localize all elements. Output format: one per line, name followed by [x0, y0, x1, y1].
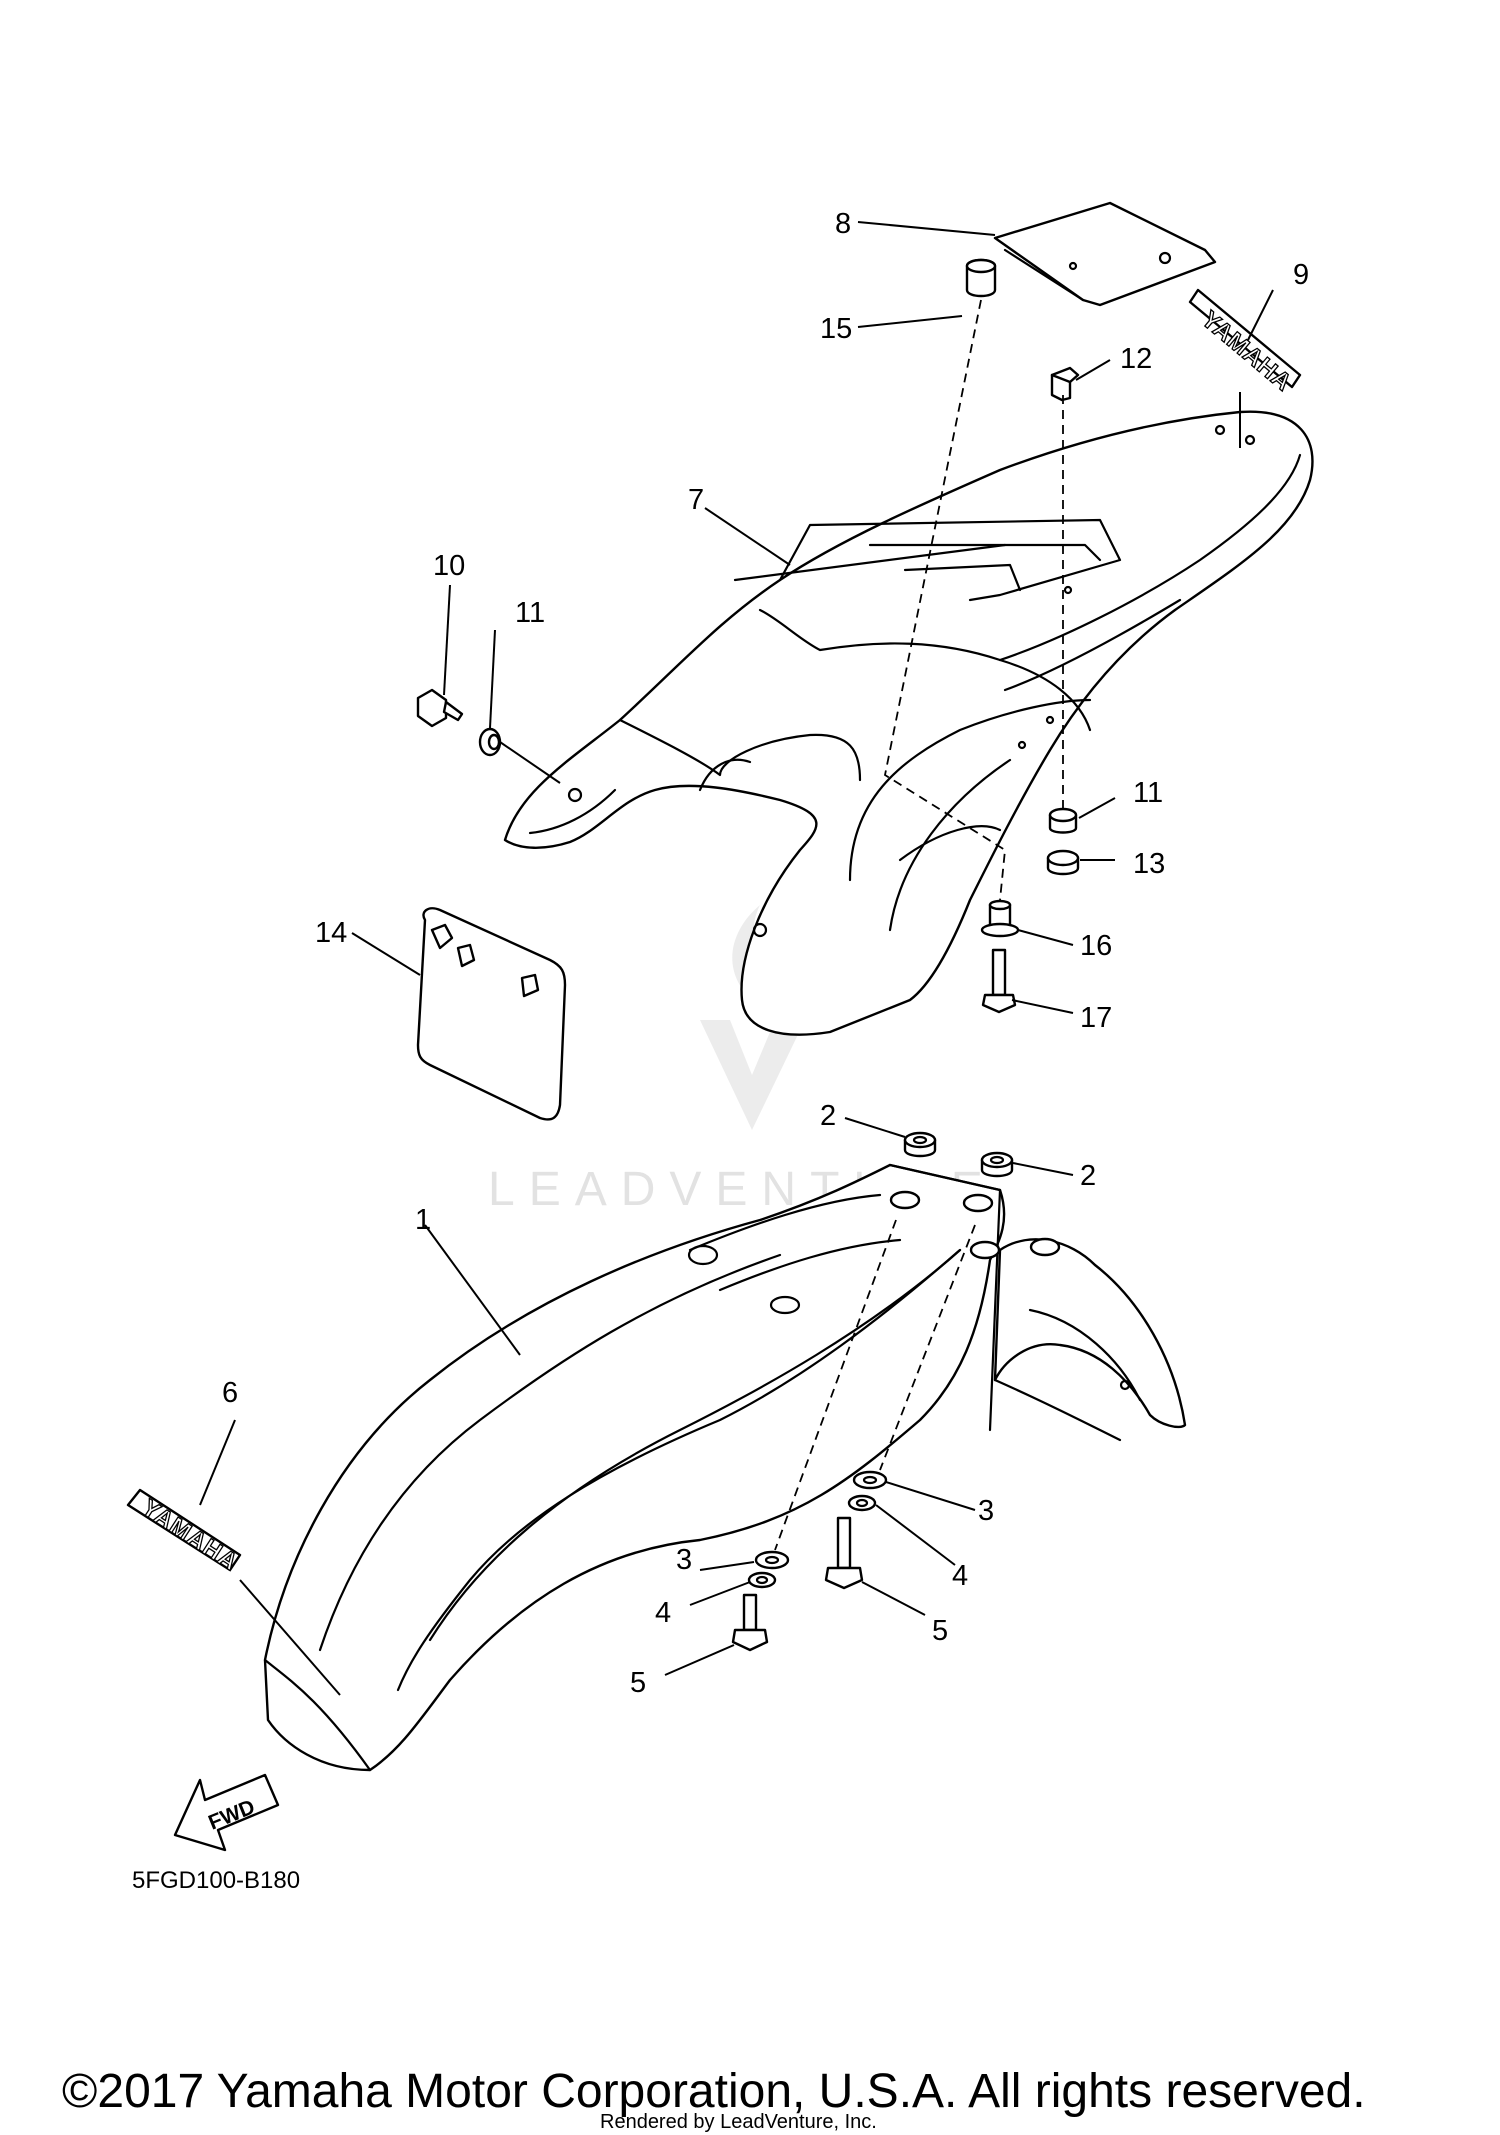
damper-part-12 — [1050, 366, 1080, 402]
grommet-part-2-left — [903, 1131, 937, 1158]
callout-15: 15 — [820, 313, 852, 345]
callout-11-right: 11 — [1133, 777, 1163, 809]
callout-7: 7 — [688, 484, 704, 516]
grommet-part-2-right — [980, 1151, 1014, 1178]
callout-13: 13 — [1133, 848, 1165, 880]
spring-washer-part-4-right — [847, 1494, 877, 1512]
callout-3-left: 3 — [676, 1544, 692, 1576]
collar-part-11-right — [1048, 807, 1078, 834]
front-fender-rear-flap — [993, 1238, 1187, 1442]
rear-fender-part-7 — [503, 410, 1314, 1036]
callout-6: 6 — [222, 1377, 238, 1409]
callout-1: 1 — [415, 1204, 431, 1236]
front-fender-yamaha-emblem-part-6: YAMAHA — [126, 1488, 244, 1577]
callout-5-right: 5 — [932, 1615, 948, 1647]
rendered-by: Rendered by LeadVenture, Inc. — [600, 2111, 877, 2133]
spring-washer-part-4-left — [747, 1571, 777, 1589]
assembly-lines — [774, 299, 1064, 1551]
callout-16: 16 — [1080, 930, 1112, 962]
callout-labels: 8 15 9 12 7 10 11 11 13 16 17 14 2 2 1 6… — [222, 208, 1309, 1699]
callout-9: 9 — [1293, 259, 1309, 291]
bolt-part-10 — [416, 688, 464, 728]
collar-part-16 — [980, 899, 1020, 938]
front-decal-text: YAMAHA — [137, 1494, 243, 1576]
rear-fender-yamaha-emblem-part-9: YAMAHA — [1188, 288, 1302, 397]
washer-part-3-left — [754, 1550, 790, 1570]
callout-10: 10 — [433, 550, 465, 582]
diagram-code: 5FGD100-B180 — [132, 1867, 300, 1894]
callout-17: 17 — [1080, 1002, 1112, 1034]
callout-8: 8 — [835, 208, 851, 240]
plate-part-8 — [993, 201, 1217, 307]
callout-4-right: 4 — [952, 1560, 968, 1592]
rear-decal-text: YAMAHA — [1196, 306, 1297, 397]
callout-4-left: 4 — [655, 1597, 671, 1629]
callout-2-left: 2 — [820, 1100, 836, 1132]
nut-part-13 — [1046, 849, 1080, 876]
callout-11-left: 11 — [515, 597, 545, 629]
collar-part-11-left — [478, 727, 502, 757]
callout-2-right: 2 — [1080, 1160, 1096, 1192]
washer-part-3-right — [852, 1470, 888, 1490]
copyright-notice: ©2017 Yamaha Motor Corporation, U.S.A. A… — [62, 2065, 1366, 2118]
number-plate-part-14 — [416, 907, 567, 1121]
grommet-part-15 — [965, 258, 997, 298]
front-fender-bosses — [889, 1190, 1061, 1260]
bolt-part-5-right — [824, 1516, 864, 1590]
callout-14: 14 — [315, 917, 347, 949]
leader-lines — [199, 221, 1274, 1696]
callout-5-left: 5 — [630, 1667, 646, 1699]
fwd-arrow: FWD — [173, 1773, 280, 1852]
bolt-part-5-left — [731, 1593, 769, 1652]
callout-12: 12 — [1120, 343, 1152, 375]
bolt-part-17 — [981, 948, 1017, 1014]
front-fender-part-1 — [263, 1163, 1006, 1772]
callout-3-right: 3 — [978, 1495, 994, 1527]
